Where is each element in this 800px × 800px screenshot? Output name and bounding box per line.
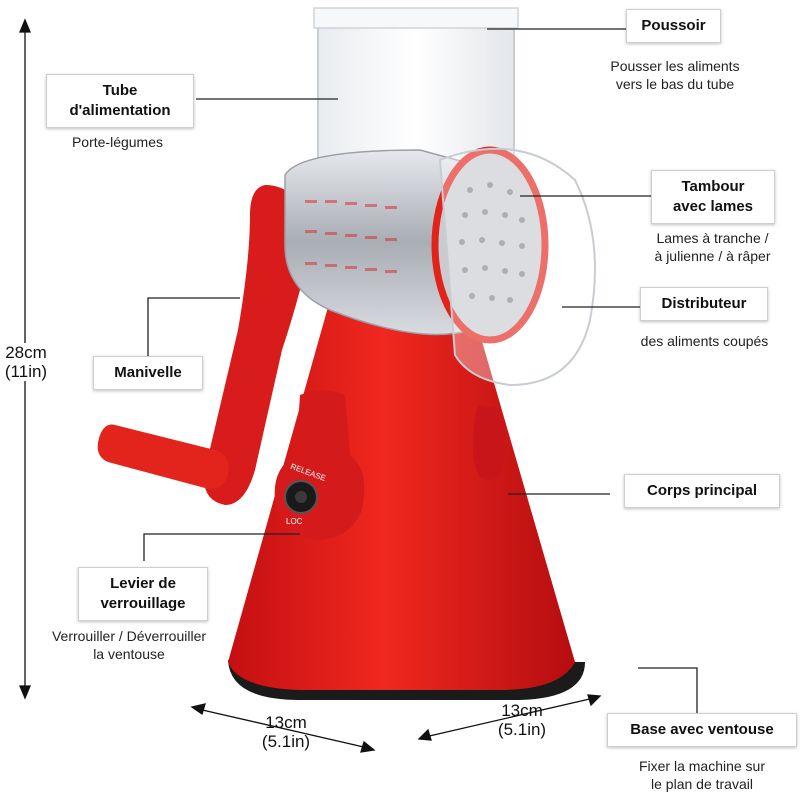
lock-lever-label: Levier de verrouillage [78,567,208,621]
dispenser-title: Distributeur [661,295,747,312]
leader-base [638,667,698,713]
height-dimension: 28cm (11in) [0,343,52,381]
width-left-in: (5.1in) [261,732,311,751]
lock-lever-desc-line2: la ventouse [93,646,165,662]
drum-front [431,146,549,344]
lock-marking: LOC [286,517,303,526]
height-cm: 28cm [5,343,47,362]
width-right-in: (5.1in) [497,720,547,739]
pusher-top [313,7,519,29]
drum-title-line1: Tambour [681,178,745,195]
base-label: Base avec ventouse [607,713,797,747]
pusher-desc-line1: Pousser les aliments [610,58,740,74]
drum-description: Lames à tranche / à julienne / à râper [630,229,795,265]
drum-desc-line2: à julienne / à râper [654,248,771,264]
drum-label: Tambour avec lames [651,170,775,224]
width-left-dimension: 13cm (5.1in) [248,713,324,751]
width-right-arrow [424,697,595,738]
width-left-cm: 13cm [265,713,307,732]
pusher-label: Poussoir [626,9,721,43]
pusher-desc-line2: vers le bas du tube [615,76,735,92]
feed-tube-title-line1: Tube [102,82,138,99]
feed-tube-description: Porte-légumes [71,134,164,150]
dispenser-shell [438,147,596,387]
body-tab [473,405,505,480]
base-title: Base avec ventouse [630,721,774,738]
lock-lever-desc-line1: Verrouiller / Déverrouiller [51,628,207,644]
height-in: (11in) [4,362,48,381]
leader-crank [147,297,240,357]
drum-cylinder [284,149,476,336]
pusher-title: Poussoir [641,17,706,34]
drum-desc-line1: Lames à tranche / [656,230,769,246]
crank-arm [204,185,305,505]
base-desc-line1: Fixer la machine sur [638,758,766,774]
crank-handle [97,424,229,489]
crank-title: Manivelle [114,364,182,381]
dispenser-label: Distributeur [640,287,768,321]
feed-tube-label: Tube d'alimentation [46,74,194,128]
dispenser-description: des aliments coupés [640,333,769,349]
leader-lock-lever [143,533,300,561]
main-body-label: Corps principal [624,474,780,508]
feed-tube [317,17,515,169]
base-desc-line2: le plan de travail [651,776,753,792]
lock-lever-title-line2: verrouillage [100,595,186,612]
feed-tube-title-line2: d'alimentation [69,102,171,119]
drum-title-line2: avec lames [672,198,754,215]
lock-lever-title-line1: Levier de [110,575,176,592]
width-left-arrow [197,708,369,749]
crank-label: Manivelle [93,356,203,390]
width-right-dimension: 13cm (5.1in) [484,701,560,739]
width-right-cm: 13cm [501,701,543,720]
lock-lever-description: Verrouiller / Déverrouiller la ventouse [28,627,230,663]
pusher-description: Pousser les aliments vers le bas du tube [590,57,760,93]
base-description: Fixer la machine sur le plan de travail [612,757,792,793]
main-body-title: Corps principal [646,482,758,499]
